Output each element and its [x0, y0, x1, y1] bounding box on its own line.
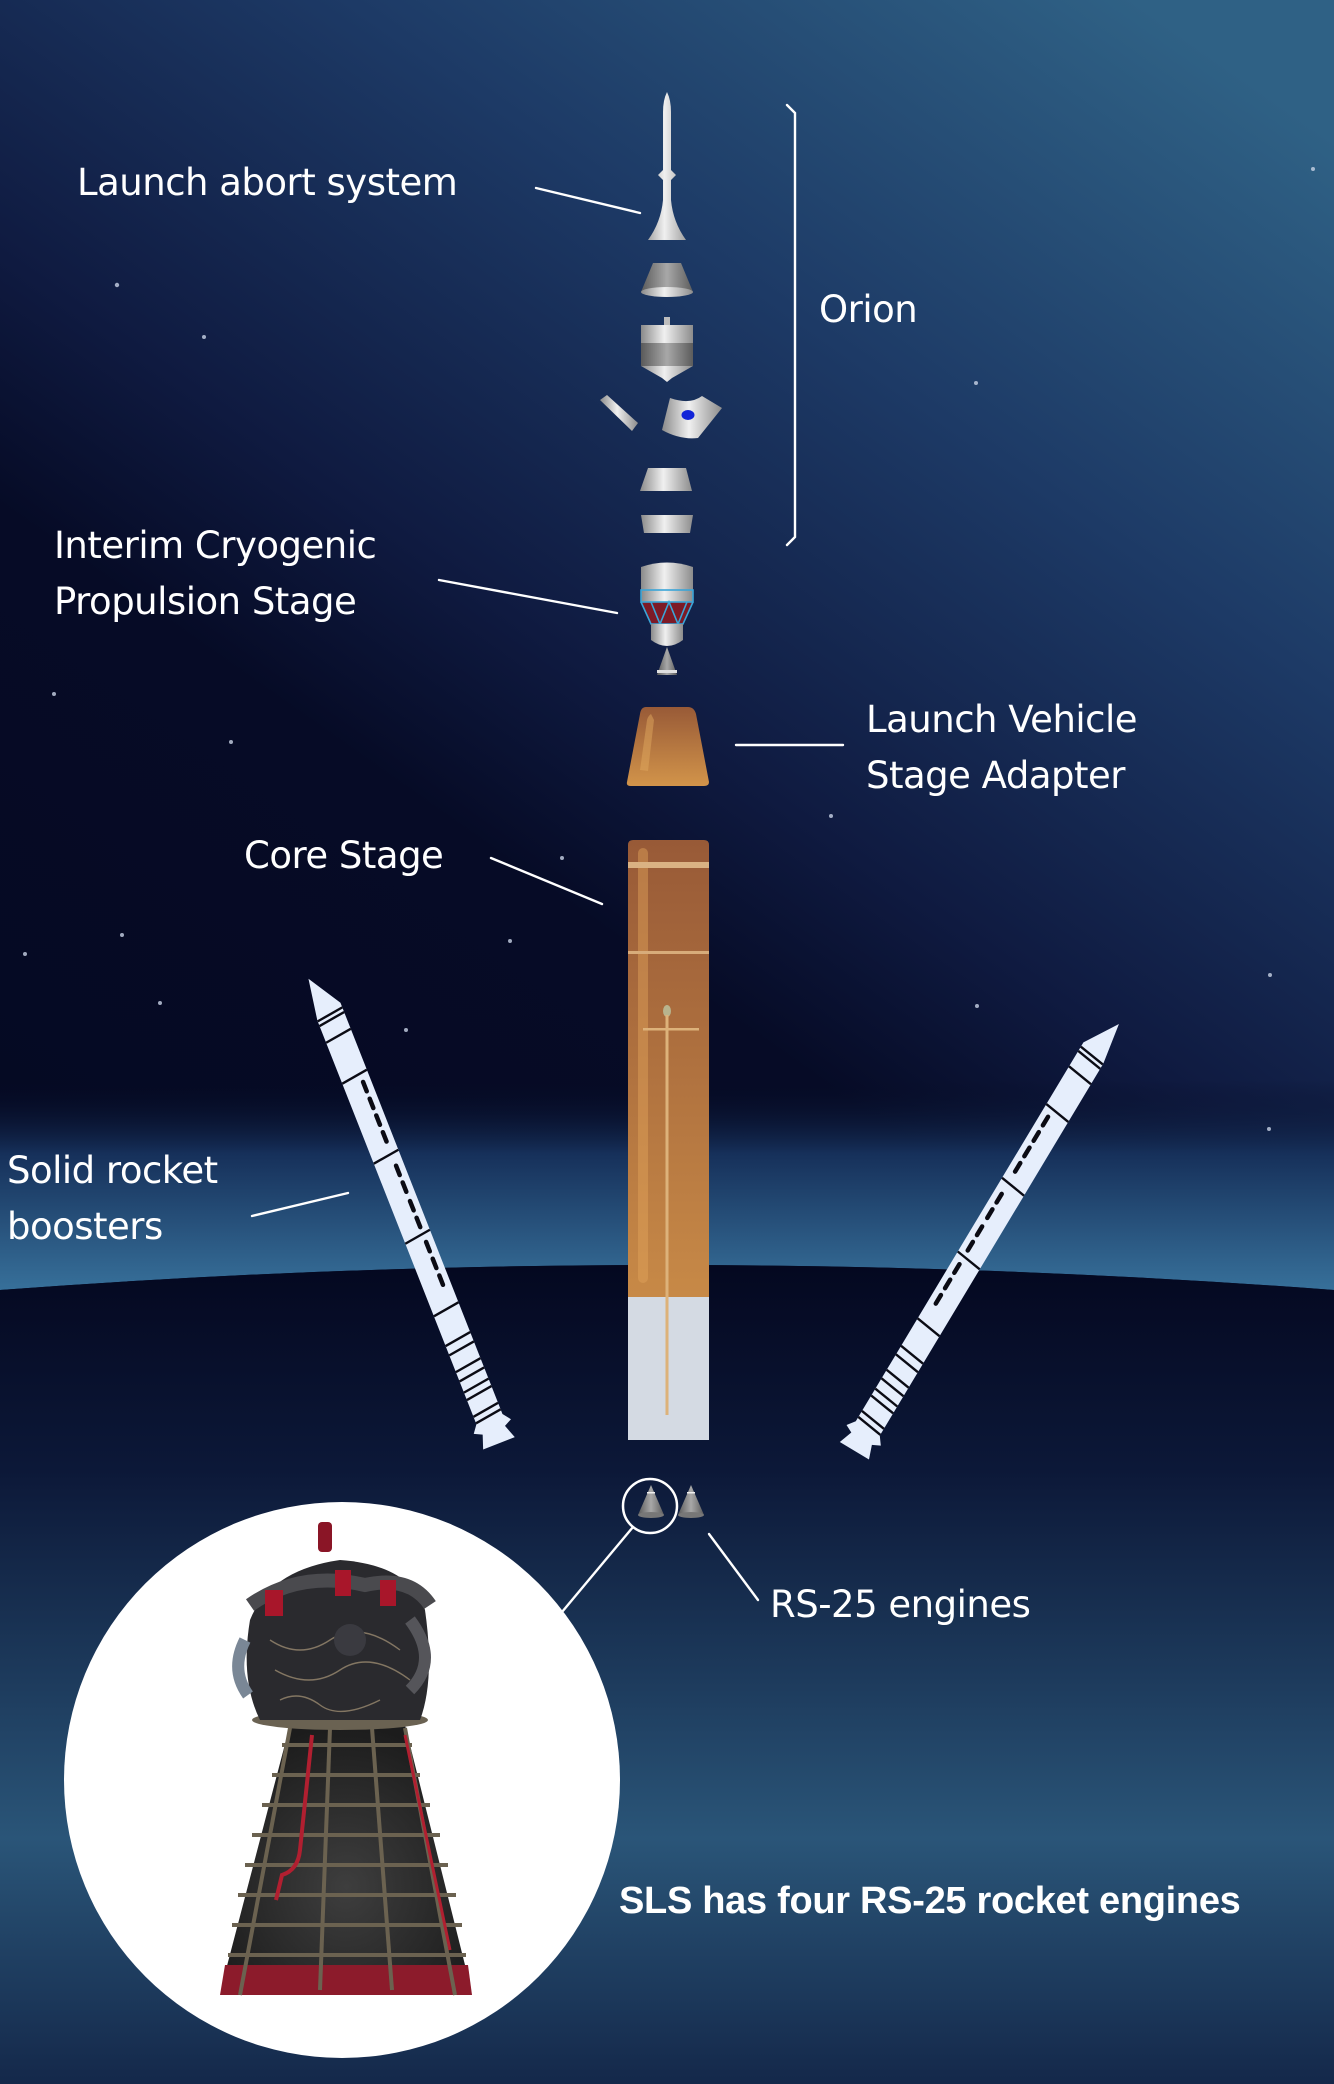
leader-lines	[250, 103, 845, 1614]
rs25-engine-photo	[64, 1502, 620, 2058]
icps-graphic	[640, 562, 694, 675]
label-core-stage: Core Stage	[244, 834, 444, 877]
icps-leader-line	[437, 578, 619, 615]
engine-highlight-circle	[621, 1477, 679, 1535]
launch-abort-system-graphic	[642, 92, 692, 240]
las-leader-line	[534, 186, 642, 215]
label-srb-line1: Solid rocket	[7, 1149, 218, 1192]
label-lvsa: Launch Vehicle Stage Adapter	[866, 692, 1138, 804]
right-solid-rocket-booster-graphic	[839, 1024, 1119, 1460]
orion-bracket	[785, 103, 797, 547]
srb-leader-line	[250, 1191, 350, 1218]
left-solid-rocket-booster-graphic	[308, 978, 515, 1450]
label-icps: Interim Cryogenic Propulsion Stage	[54, 518, 377, 630]
lvsa-graphic	[626, 707, 709, 786]
photo-leader-line	[560, 1525, 635, 1614]
label-lvsa-line1: Launch Vehicle	[866, 698, 1138, 741]
label-srb-line2: boosters	[7, 1205, 163, 1248]
label-rs25-engines: RS-25 engines	[770, 1583, 1031, 1626]
core-stage-leader-line	[489, 856, 604, 906]
label-orion: Orion	[819, 288, 918, 331]
label-solid-rocket-boosters: Solid rocket boosters	[7, 1143, 218, 1255]
core-stage-graphic	[628, 840, 709, 1440]
label-launch-abort-system: Launch abort system	[77, 161, 458, 204]
rs25-engines-graphic	[621, 1477, 704, 1535]
orion-graphic	[600, 263, 722, 533]
label-icps-line2: Propulsion Stage	[54, 580, 357, 623]
label-icps-line1: Interim Cryogenic	[54, 524, 377, 567]
label-lvsa-line2: Stage Adapter	[866, 754, 1125, 797]
stars	[23, 167, 1315, 1131]
caption-rs25-count: SLS has four RS-25 rocket engines	[619, 1880, 1241, 1922]
rs25-leader-line	[707, 1532, 760, 1602]
